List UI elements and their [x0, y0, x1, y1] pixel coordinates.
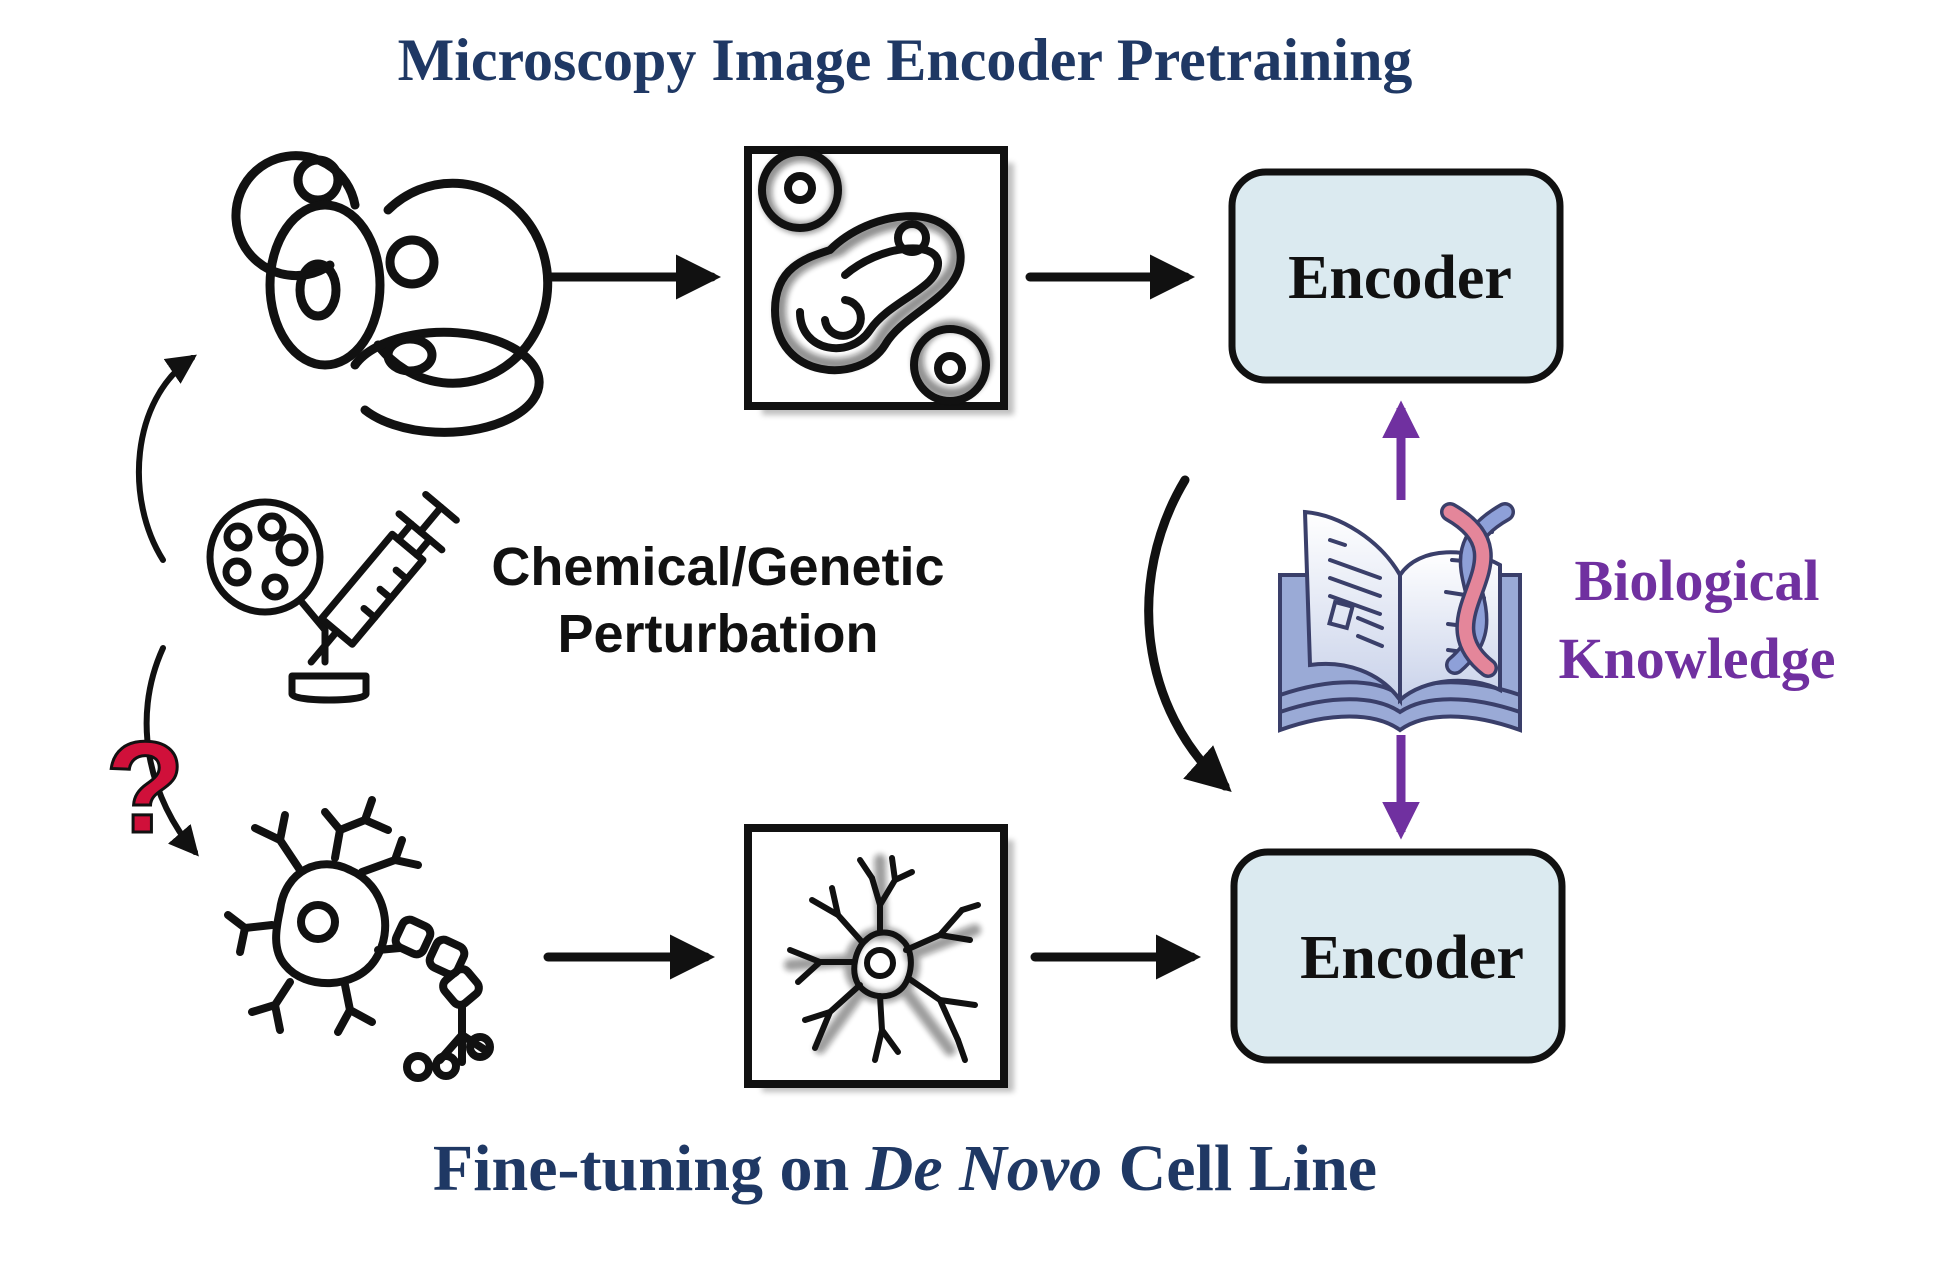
encoder-bottom-label: Encoder: [1300, 924, 1524, 992]
petri-dish-icon: [206, 498, 370, 704]
perturbation-label-line2: Perturbation: [557, 604, 878, 664]
dna-icon: [1440, 502, 1515, 678]
title-finetuning: Fine-tuning on De Novo Cell Line: [433, 1132, 1377, 1205]
perturbation-label-line1: Chemical/Genetic: [491, 537, 944, 597]
encoder-top-label: Encoder: [1288, 244, 1512, 312]
title-finetuning-italic: De Novo: [865, 1132, 1102, 1205]
encoder-top-box: Encoder: [1228, 168, 1564, 384]
title-finetuning-part2: Cell Line: [1102, 1132, 1377, 1205]
arrow-curve-down: [143, 645, 199, 857]
title-finetuning-part1: Fine-tuning on: [433, 1132, 866, 1205]
knowledge-label-line1: Biological: [1575, 548, 1820, 613]
knowledge-label-line2: Knowledge: [1558, 626, 1835, 691]
arrow-curve-up: [135, 354, 197, 563]
question-glyph: ?: [105, 714, 184, 860]
cells-cluster-icon: [231, 151, 553, 437]
title-pretraining: Microscopy Image Encoder Pretraining: [398, 27, 1413, 93]
question-icon: ?: [104, 713, 186, 862]
neuron-icon: [224, 796, 494, 1082]
syringe-icon: [307, 490, 460, 666]
neuron-image-icon: [744, 824, 1014, 1092]
encoder-bottom-box: Encoder: [1230, 848, 1566, 1064]
microscopy-image-icon: [744, 146, 1014, 415]
arrow-transfer-curve: [1144, 475, 1232, 793]
